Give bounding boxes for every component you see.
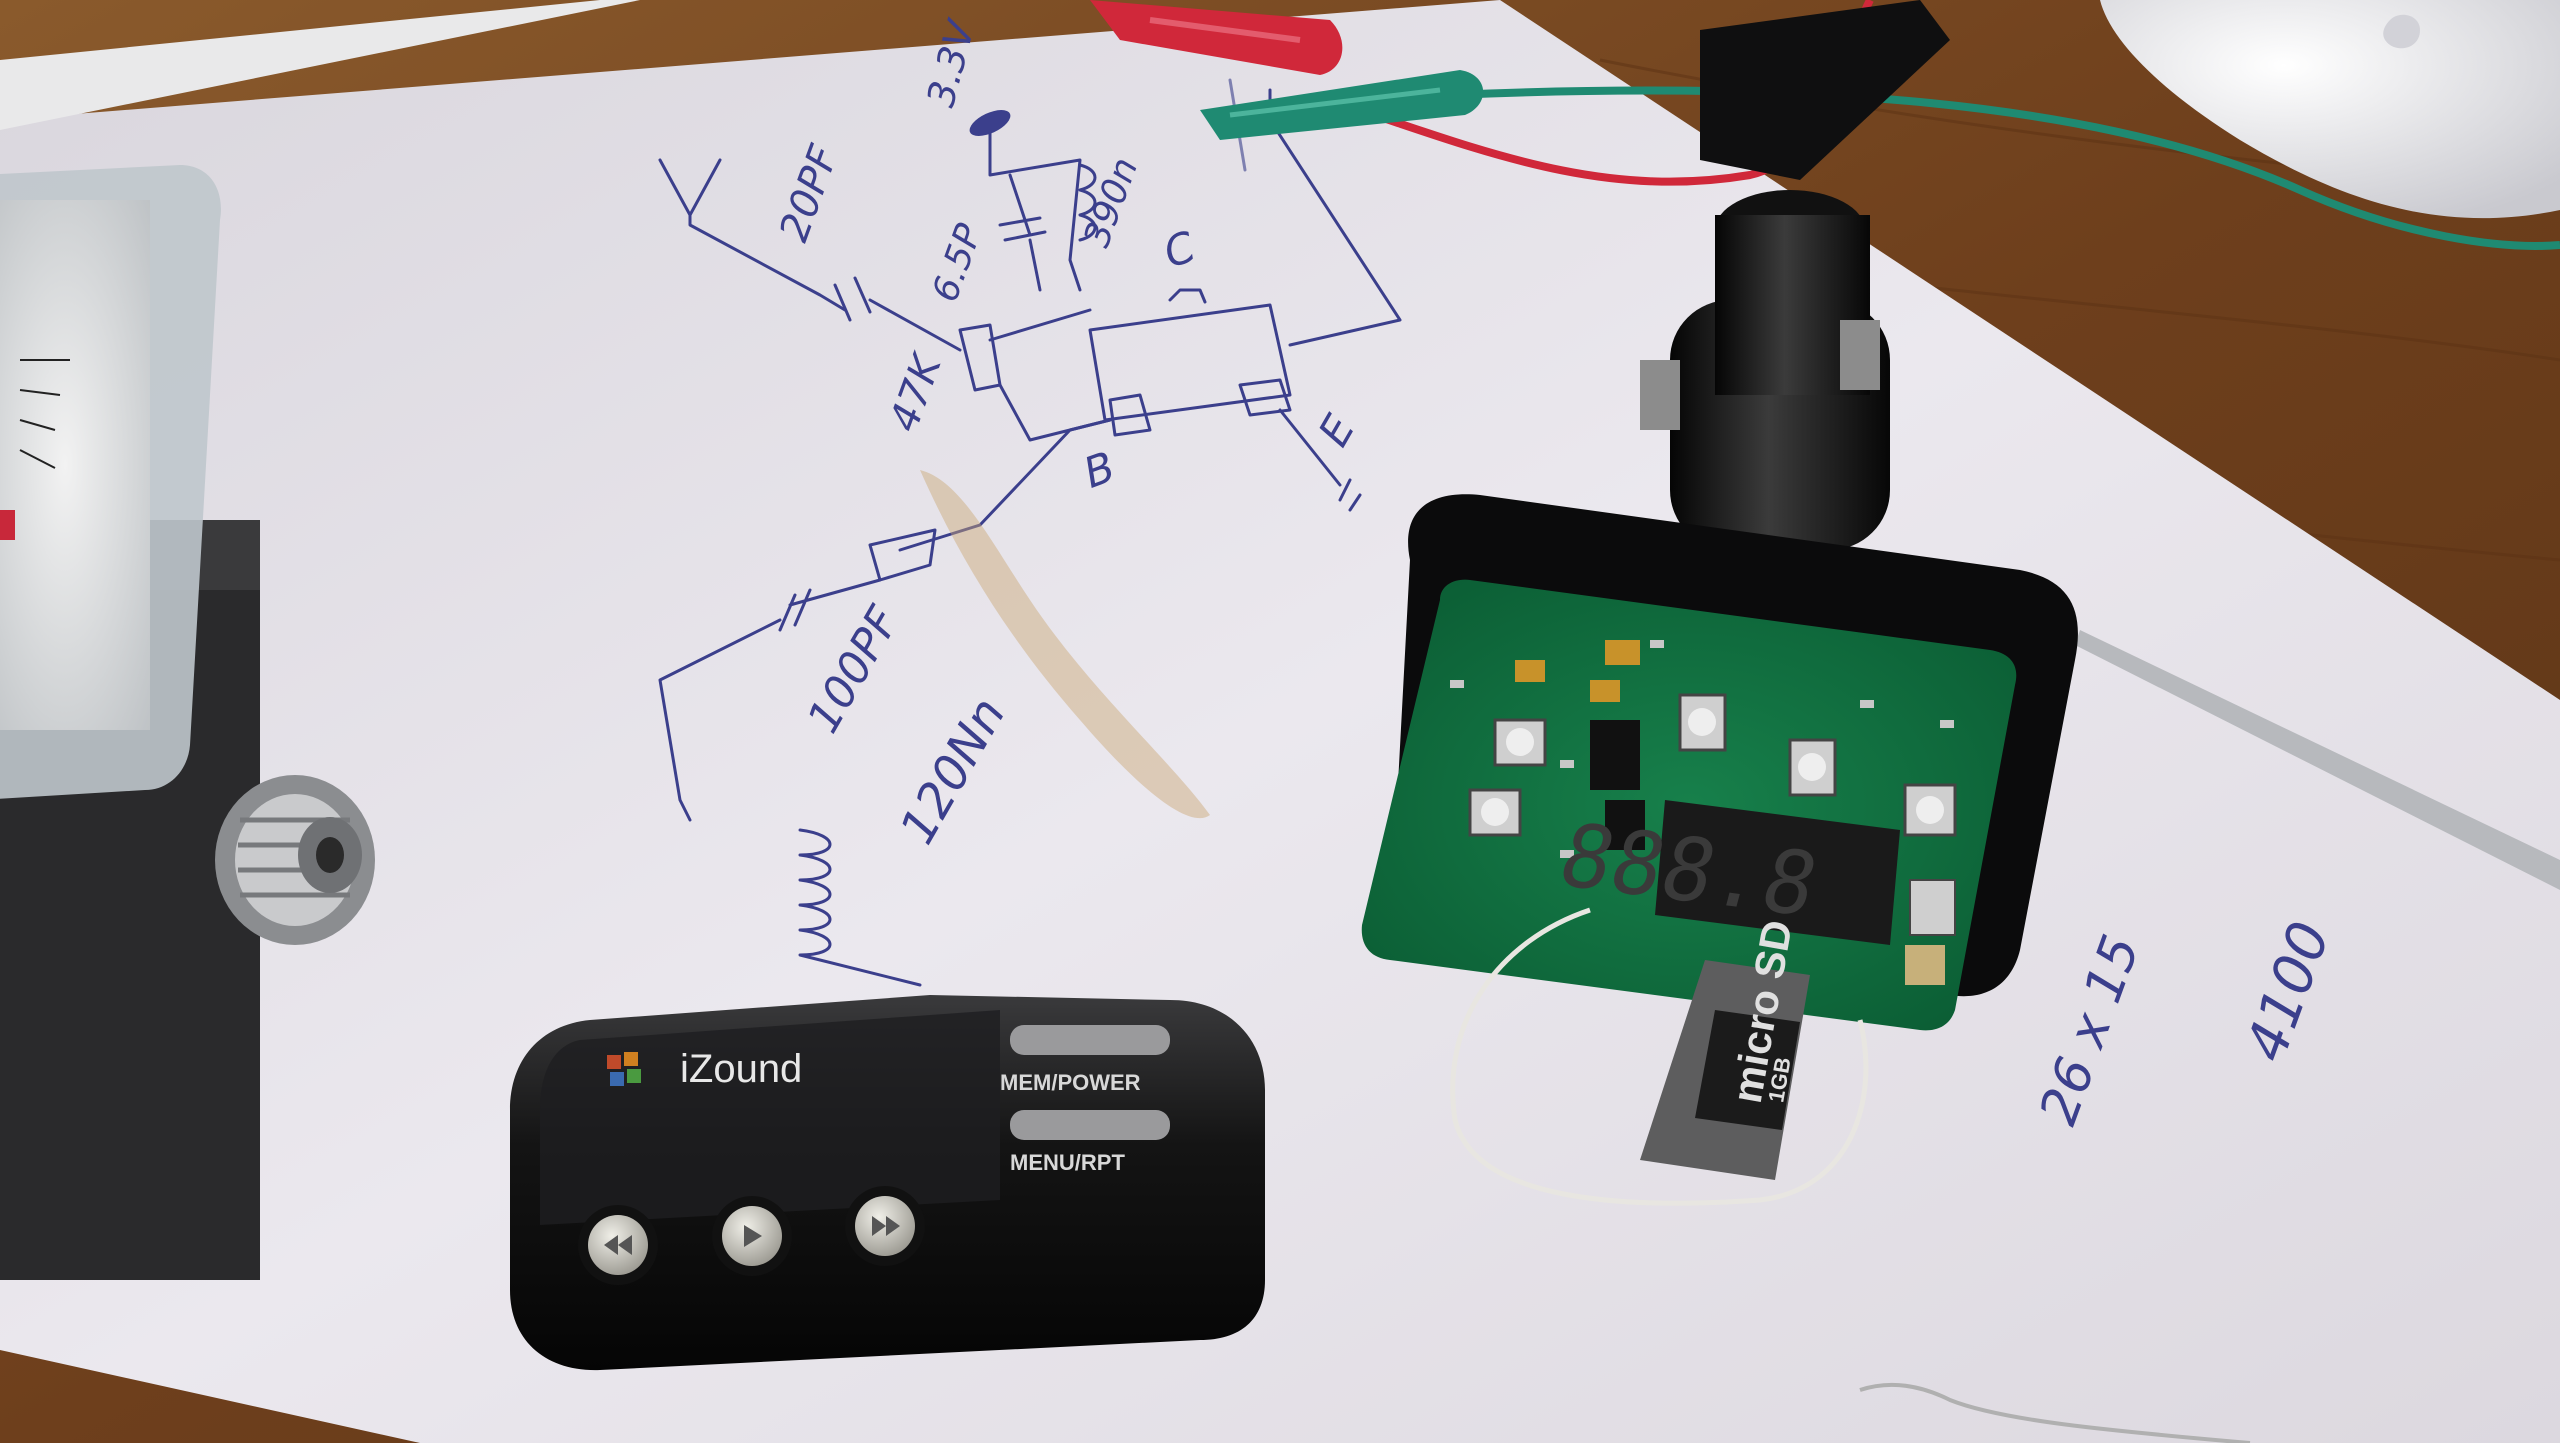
- mem-power-button[interactable]: [1010, 1025, 1170, 1055]
- pcb-buttons: [1468, 693, 1957, 837]
- rewind-icon: [604, 1235, 632, 1255]
- apple-logo-icon: [2383, 14, 2420, 49]
- car-adapter-plug: [1640, 190, 1890, 550]
- black-device: [1700, 0, 1950, 180]
- mem-power-label: MEM/POWER: [1000, 1070, 1141, 1095]
- meter-face: [0, 200, 150, 730]
- play-button[interactable]: [712, 1196, 792, 1276]
- micro-sd-card: micro SD 1GB: [1640, 917, 1810, 1180]
- izound-logo-icon: [607, 1052, 641, 1086]
- izound-remote: iZound MEM/POWER MENU/RPT: [510, 995, 1265, 1371]
- green-alligator-clip: [1200, 70, 1484, 140]
- computer-mouse: [2100, 0, 2560, 219]
- play-icon: [744, 1225, 762, 1247]
- fast-forward-button[interactable]: [845, 1186, 925, 1266]
- stray-wire: [1859, 1382, 2251, 1443]
- coffee-stain: [920, 470, 1210, 819]
- rewind-button[interactable]: [578, 1205, 658, 1285]
- menu-rpt-button[interactable]: [1010, 1110, 1170, 1140]
- fast-forward-icon: [872, 1216, 900, 1236]
- remote-brand: iZound: [680, 1047, 802, 1091]
- white-ruler: [0, 0, 640, 130]
- swr-meter: [0, 165, 375, 1280]
- fm-transmitter-pcb: 888.8: [1361, 579, 2017, 1031]
- antenna-connector: [215, 775, 375, 945]
- soldering-probe: [2075, 630, 2560, 890]
- antenna-wire: [1450, 907, 1869, 1206]
- segment-display: 888.8: [1549, 800, 1900, 945]
- menu-rpt-label: MENU/RPT: [1010, 1150, 1125, 1175]
